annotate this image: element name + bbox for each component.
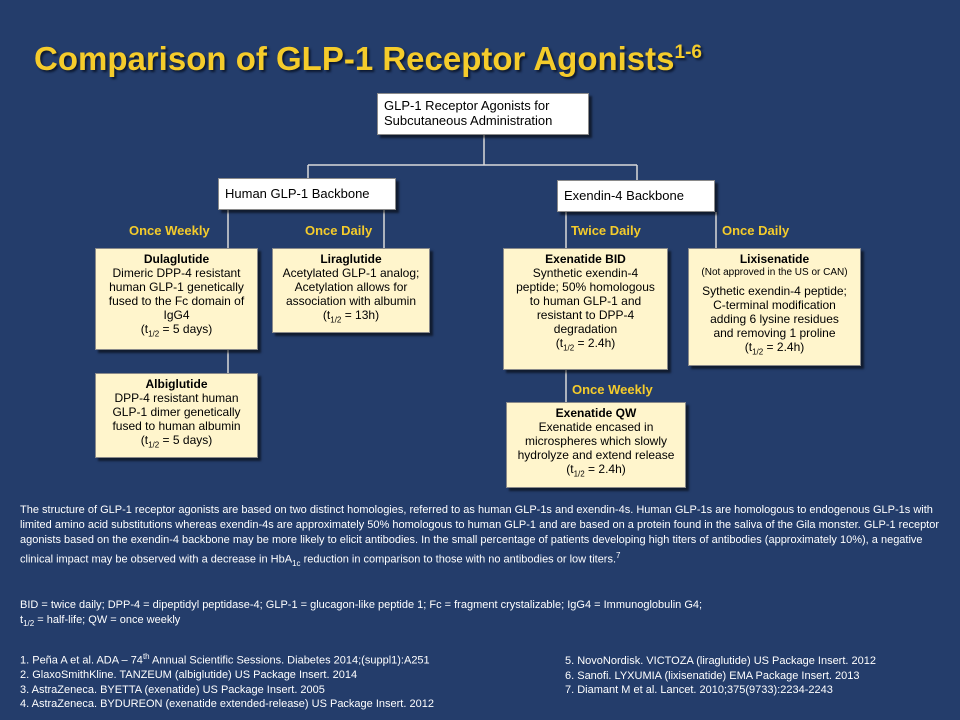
liraglutide-line-2: Acetylation allows for	[294, 280, 408, 294]
exendin-backbone-box: Exendin-4 Backbone	[557, 180, 715, 212]
lixisenatide-frequency: Once Daily	[722, 223, 790, 238]
exenatide-bid-halflife: (t1/2 = 2.4h)	[555, 336, 616, 353]
exenatide-qw-line-3: hydrolyze and extend release	[517, 448, 675, 462]
human-backbone-box: Human GLP-1 Backbone	[218, 178, 396, 210]
dulaglutide-frequency: Once Weekly	[129, 223, 210, 238]
human-backbone-label: Human GLP-1 Backbone	[225, 186, 370, 201]
lixisenatide-name: Lixisenatide	[739, 252, 810, 266]
abbrev-line-2: = half-life; QW = once weekly	[34, 614, 181, 626]
dulaglutide-line-4: IgG4	[163, 308, 190, 322]
exenatide-bid-box: Exenatide BID Synthetic exendin-4 peptid…	[503, 248, 668, 370]
albiglutide-line-2: GLP-1 dimer genetically	[112, 405, 241, 419]
exenatide-qw-halflife: (t1/2 = 2.4h)	[566, 462, 626, 479]
exenatide-bid-line-1: Synthetic exendin-4	[532, 266, 639, 280]
liraglutide-line-1: Acetylated GLP-1 analog;	[282, 266, 420, 280]
dulaglutide-box: Dulaglutide Dimeric DPP-4 resistant huma…	[95, 248, 258, 350]
dulaglutide-halflife: (t1/2 = 5 days)	[140, 322, 213, 339]
exenatide-qw-line-1: Exenatide encased in	[538, 420, 654, 434]
albiglutide-line-3: fused to human albumin	[112, 419, 241, 433]
albiglutide-box: Albiglutide DPP-4 resistant human GLP-1 …	[95, 373, 258, 458]
exenatide-bid-line-4: resistant to DPP-4	[536, 308, 635, 322]
dulaglutide-name: Dulaglutide	[143, 252, 210, 266]
title-superscript: 1-6	[674, 42, 702, 63]
reference-5: 5. NovoNordisk. VICTOZA (liraglutide) US…	[565, 655, 876, 667]
dulaglutide-line-1: Dimeric DPP-4 resistant	[112, 266, 241, 280]
reference-4: 4. AstraZeneca. BYDUREON (exenatide exte…	[20, 698, 434, 711]
albiglutide-name: Albiglutide	[145, 377, 208, 391]
exendin-backbone-label: Exendin-4 Backbone	[564, 188, 684, 203]
exenatide-bid-frequency: Twice Daily	[571, 223, 641, 238]
albiglutide-halflife: (t1/2 = 5 days)	[140, 433, 213, 450]
lixisenatide-note: (Not approved in the US or CAN)	[701, 267, 848, 278]
abbrev-line-1: BID = twice daily; DPP-4 = dipeptidyl pe…	[20, 599, 703, 611]
lixisenatide-line-2: C-terminal modification	[713, 298, 836, 312]
exenatide-bid-name: Exenatide BID	[545, 252, 626, 266]
exenatide-qw-line-2: microspheres which slowly	[524, 434, 668, 448]
title-text: Comparison of GLP-1 Receptor Agonists	[34, 40, 675, 77]
root-box: GLP-1 Receptor Agonists for Subcutaneous…	[377, 93, 589, 135]
albiglutide-line-1: DPP-4 resistant human	[114, 391, 239, 405]
liraglutide-frequency: Once Daily	[305, 223, 373, 238]
lixisenatide-halflife: (t1/2 = 2.4h)	[744, 340, 805, 357]
references-right: 5. NovoNordisk. VICTOZA (liraglutide) US…	[565, 654, 876, 698]
root-line-1: GLP-1 Receptor Agonists for	[384, 98, 550, 113]
exenatide-qw-frequency: Once Weekly	[572, 382, 653, 397]
reference-2: 2. GlaxoSmithKline. TANZEUM (albiglutide…	[20, 669, 358, 682]
reference-7: 7. Diamant M et al. Lancet. 2010;375(973…	[565, 684, 833, 696]
dulaglutide-line-3: fused to the Fc domain of	[108, 294, 245, 308]
page-title: Comparison of GLP-1 Receptor Agonists1-6	[34, 40, 702, 78]
references-left: 1. Peña A et al. ADA – 74th Annual Scien…	[20, 650, 434, 712]
abbreviations: BID = twice daily; DPP-4 = dipeptidyl pe…	[20, 599, 703, 629]
liraglutide-line-3: association with albumin	[285, 294, 417, 308]
dulaglutide-line-2: human GLP-1 genetically	[109, 280, 244, 294]
liraglutide-name: Liraglutide	[320, 252, 382, 266]
exenatide-bid-line-2: peptide; 50% homologous	[516, 280, 655, 294]
exenatide-qw-box: Exenatide QW Exenatide encased in micros…	[506, 402, 686, 488]
lixisenatide-line-4: and removing 1 proline	[713, 326, 836, 340]
reference-1: 1. Peña A et al. ADA – 74th Annual Scien…	[20, 652, 430, 667]
lixisenatide-box: Lixisenatide (Not approved in the US or …	[688, 248, 861, 366]
exenatide-bid-line-5: degradation	[553, 322, 618, 336]
lixisenatide-line-1: Sythetic exendin-4 peptide;	[702, 284, 847, 298]
exenatide-bid-line-3: to human GLP-1 and	[529, 294, 642, 308]
liraglutide-halflife: (t1/2 = 13h)	[322, 308, 380, 325]
reference-3: 3. AstraZeneca. BYETTA (exenatide) US Pa…	[20, 683, 325, 696]
lixisenatide-line-3: adding 6 lysine residues	[710, 312, 839, 326]
description-paragraph: The structure of GLP-1 receptor agonists…	[20, 504, 940, 568]
exenatide-qw-name: Exenatide QW	[555, 406, 637, 420]
reference-6: 6. Sanofi. LYXUMIA (lixisenatide) EMA Pa…	[565, 669, 860, 682]
liraglutide-box: Liraglutide Acetylated GLP-1 analog; Ace…	[272, 248, 430, 333]
root-line-2: Subcutaneous Administration	[384, 113, 553, 128]
